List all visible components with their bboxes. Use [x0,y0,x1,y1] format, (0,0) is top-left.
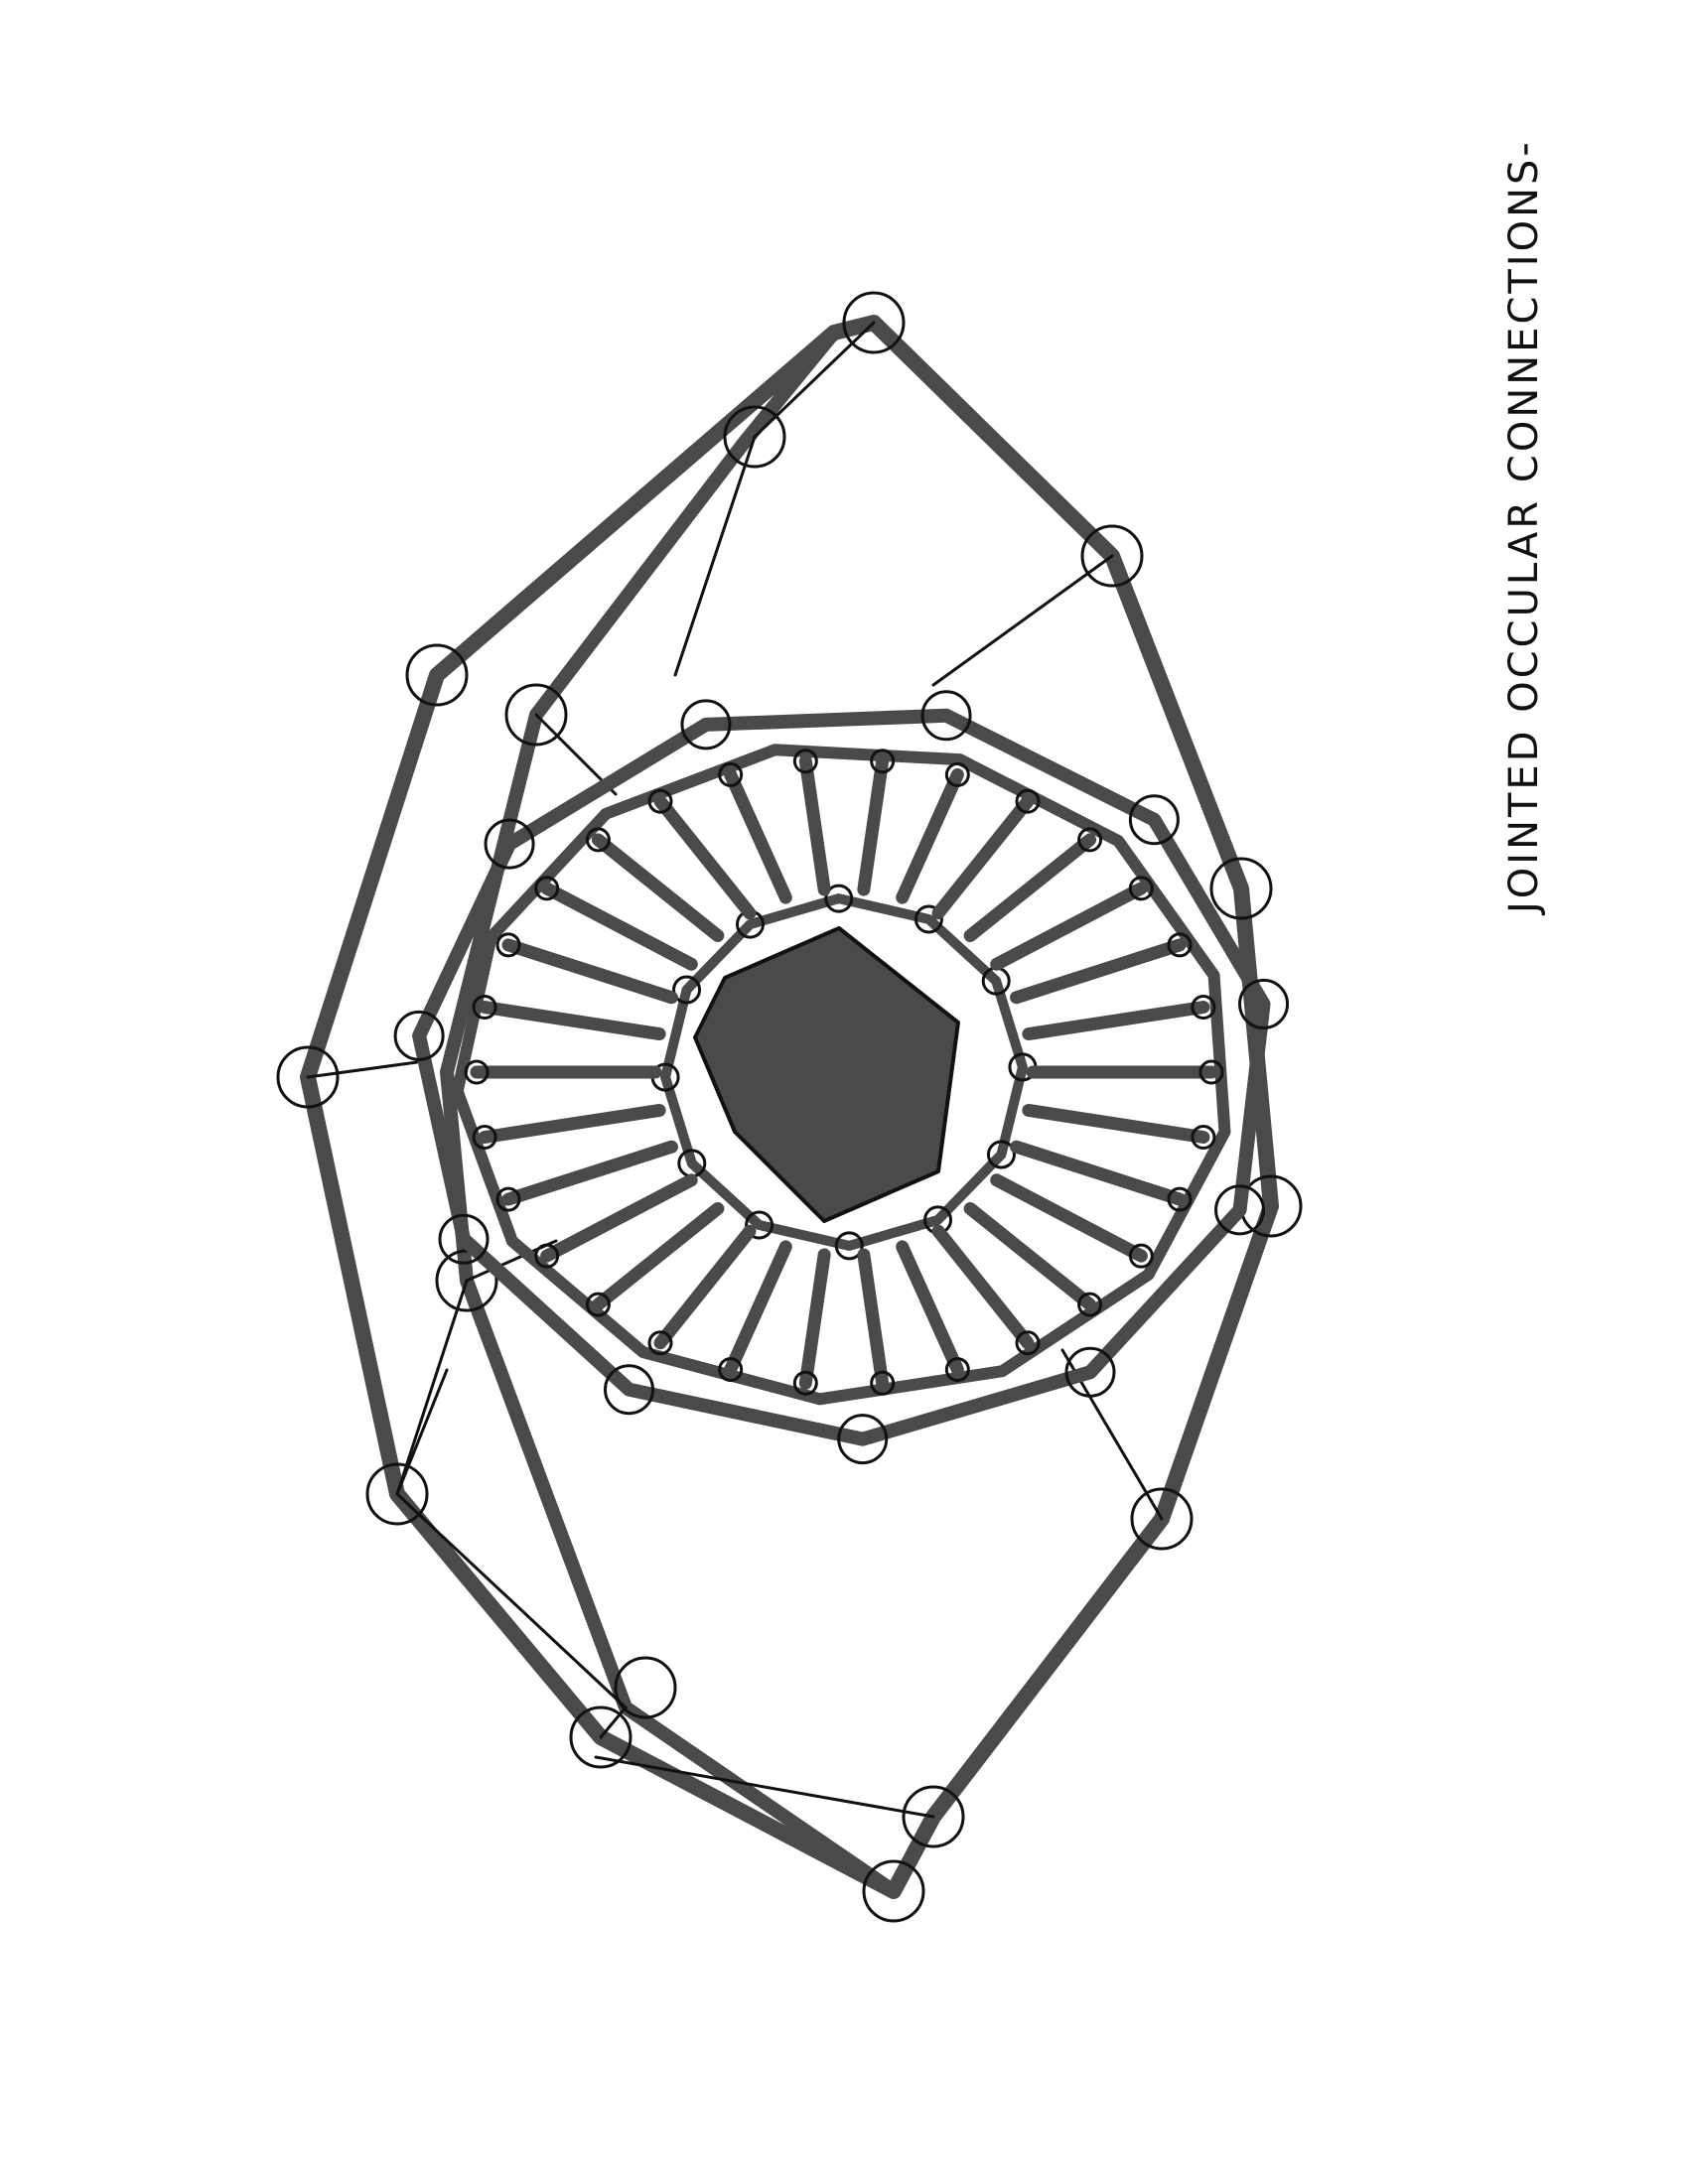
cable-line [397,1281,467,1494]
cable-line [933,556,1112,685]
radial-spoke [485,1008,659,1034]
central-pupil-hexagon [695,928,958,1221]
cable-line [601,1707,626,1737]
radial-spoke [508,1147,671,1199]
radial-spoke [1029,1008,1203,1034]
radial-spoke [864,761,883,889]
radial-spoke [903,1247,958,1370]
radial-spoke [731,774,786,897]
radial-spoke [1017,1147,1180,1199]
radial-spoke [508,945,671,998]
radial-spoke [1017,945,1180,998]
radial-spoke [805,761,824,889]
radial-spoke [731,1247,786,1370]
radial-spoke [903,774,958,897]
sketch-caption: JOINTED OCCULAR CONNECTIONS- [1494,318,1554,913]
radial-spoke [805,1255,824,1383]
radial-spoke [864,1255,883,1383]
radial-spoke [485,1110,659,1137]
radial-spoke [1029,1110,1203,1137]
cable-line [308,1062,417,1077]
